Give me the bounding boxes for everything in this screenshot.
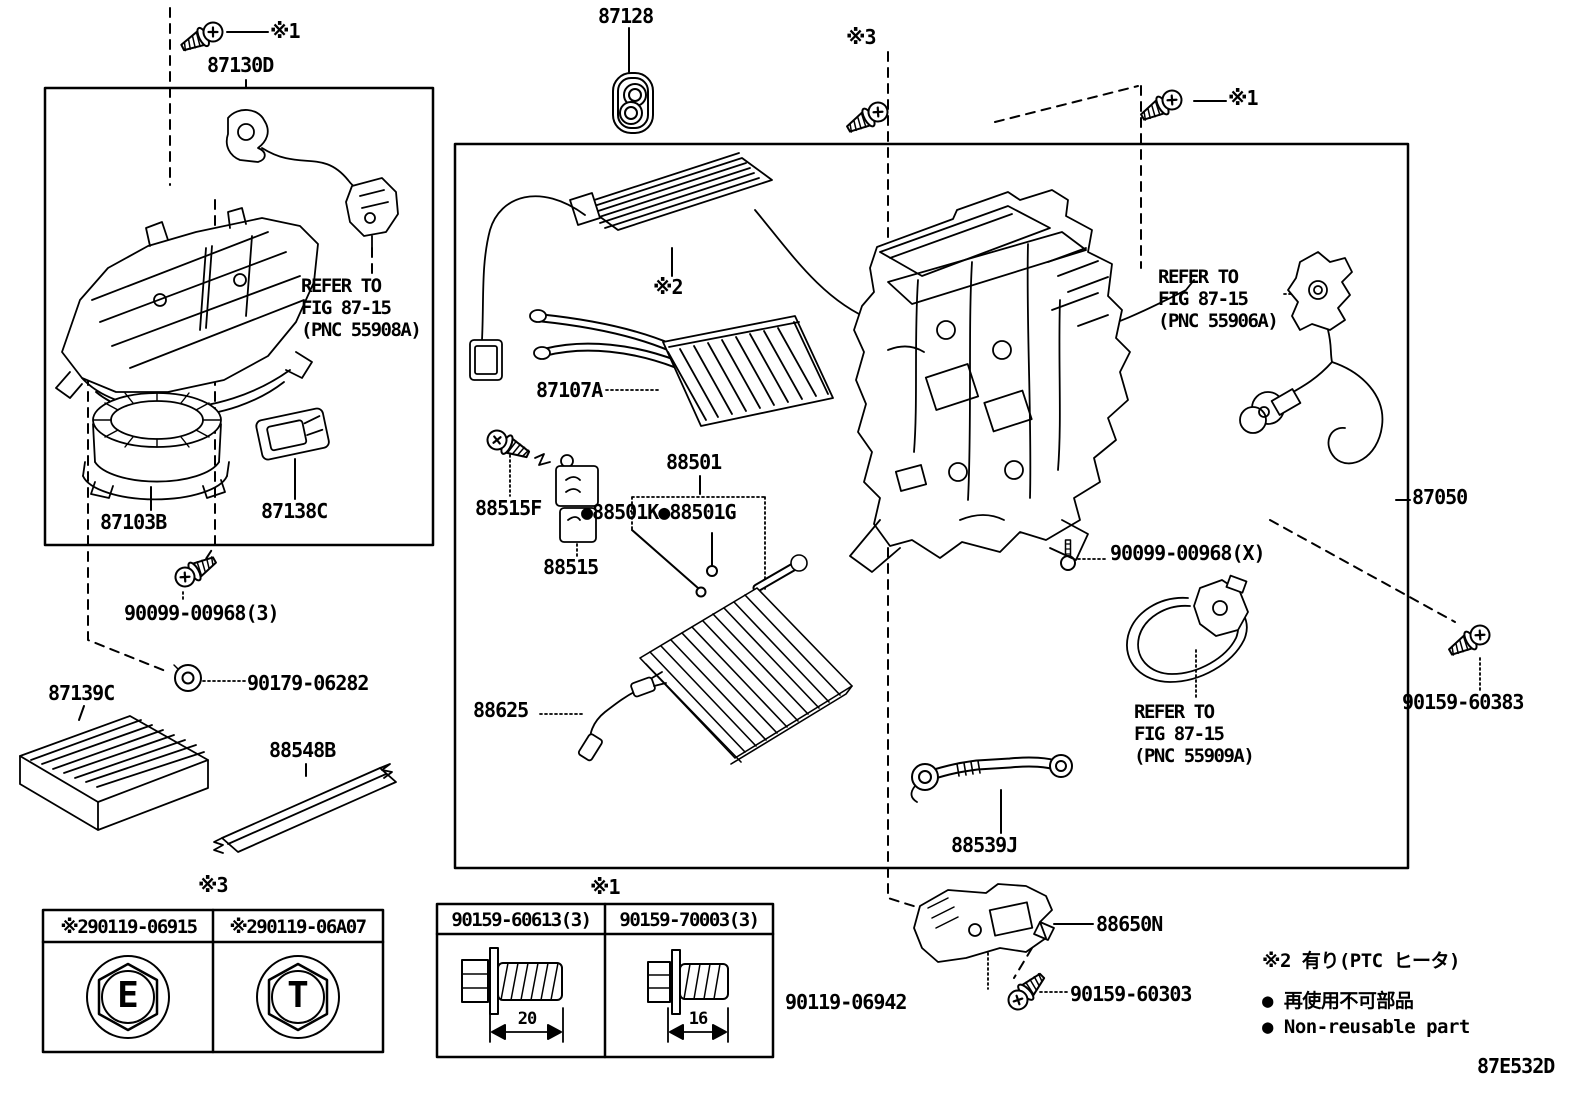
blower-motor-fan-drawing xyxy=(82,392,230,501)
part-label-88625: 88625 xyxy=(473,698,529,722)
bolt-mark-t: T xyxy=(287,974,309,1016)
leader-lines-dotted xyxy=(182,293,1481,993)
aircon-servo-cable-drawing xyxy=(1239,251,1384,465)
legend-non-reusable-jp: ● 再使用不可部品 xyxy=(1262,990,1414,1012)
note1-label: ※1 xyxy=(270,19,301,43)
note1-table-label: ※1 xyxy=(590,875,621,899)
servo-motor-drawing xyxy=(225,109,399,249)
tapping-screw-icon xyxy=(177,17,228,58)
assembly-dashed-lines xyxy=(87,7,1456,979)
screw-length-20: 20 xyxy=(517,1009,537,1029)
part-label-87103b: 87103B xyxy=(100,510,167,534)
o-ring-icon xyxy=(695,565,718,598)
tapping-screw-icon xyxy=(842,97,893,139)
bolt-mark-table xyxy=(41,908,385,1054)
cabin-air-filter-drawing xyxy=(19,715,209,831)
legend-non-reusable-en: ● Non-reusable part xyxy=(1262,1016,1470,1038)
screw-table-header-2: 90159-70003(3) xyxy=(619,909,760,931)
blower-resistor-drawing xyxy=(255,407,330,461)
part-label-88501: 88501 xyxy=(666,450,722,474)
legend-ptc-note: ※2 有り(PTC ヒータ) xyxy=(1262,950,1460,972)
heater-core-drawing xyxy=(529,309,834,427)
part-label-87139c: 87139C xyxy=(48,681,115,705)
part-label-88515f: 88515F xyxy=(475,496,542,520)
part-label-88650n: 88650N xyxy=(1096,912,1163,936)
cooler-unit-box xyxy=(453,142,1410,870)
refer-note-55908a: REFER TO FIG 87-15 (PNC 55908A) xyxy=(301,275,422,341)
part-label-87050: 87050 xyxy=(1412,485,1468,509)
evaporator-drawing xyxy=(639,554,853,765)
part-label-90119-06942: 90119-06942 xyxy=(785,990,907,1014)
note2-label: ※2 xyxy=(653,275,684,299)
aspirator-hose-drawing xyxy=(1126,574,1249,683)
refer-note-55909a: REFER TO FIG 87-15 (PNC 55909A) xyxy=(1134,701,1255,767)
screw-length-16: 16 xyxy=(688,1009,708,1029)
part-label-90099-00968-x: 90099-00968(X) xyxy=(1110,541,1266,565)
part-label-88515: 88515 xyxy=(543,555,599,579)
ptc-heater-drawing xyxy=(469,152,1195,381)
part-label-90179-06282: 90179-06282 xyxy=(247,671,369,695)
expansion-valve-drawing xyxy=(555,454,599,543)
water-hose-drawing xyxy=(910,754,1073,803)
bolt-table-header-1: ※290119-06915 xyxy=(60,916,198,938)
part-label-88501k-88501g: ●88501K●88501G xyxy=(581,500,737,524)
thermistor-drawing xyxy=(577,671,667,762)
grommet-icon xyxy=(173,664,202,692)
drawing-code: 87E532D xyxy=(1477,1054,1555,1078)
part-label-87130d: 87130D xyxy=(207,53,274,77)
note1-label: ※1 xyxy=(1228,86,1259,110)
part-label-90159-60383: 90159-60383 xyxy=(1402,690,1524,714)
leader-lines-solid xyxy=(78,27,1411,925)
tapping-screw-icon xyxy=(1136,85,1187,127)
part-label-87107a: 87107A xyxy=(536,378,603,402)
hvac-unit-assembly-drawing xyxy=(849,189,1131,573)
cooler-seal-strip-drawing xyxy=(213,763,397,854)
tapping-screw-icon xyxy=(1444,620,1495,662)
screw-table-header-1: 90159-60613(3) xyxy=(451,909,592,931)
blower-subassembly-box xyxy=(43,86,435,547)
bolt-88515f-icon xyxy=(483,425,551,466)
bolt-icon xyxy=(170,550,221,592)
part-label-88548b: 88548B xyxy=(269,738,336,762)
bolt-mark-e: E xyxy=(117,974,139,1016)
blower-housing-drawing xyxy=(55,207,319,418)
bolt-table-header-2: ※290119-06A07 xyxy=(229,916,367,938)
screw-size-table xyxy=(435,902,775,1059)
note3-label: ※3 xyxy=(846,25,877,49)
note3-table-label: ※3 xyxy=(198,873,229,897)
aircon-amplifier-drawing xyxy=(913,883,1055,963)
part-label-90159-60303: 90159-60303 xyxy=(1070,982,1192,1006)
part-label-87138c: 87138C xyxy=(261,499,328,523)
grommet-87128-drawing xyxy=(612,72,654,134)
part-label-87128: 87128 xyxy=(598,4,654,28)
part-label-88539j: 88539J xyxy=(951,833,1018,857)
part-label-90099-00968-3: 90099-00968(3) xyxy=(124,601,280,625)
refer-note-55906a: REFER TO FIG 87-15 (PNC 55906A) xyxy=(1158,266,1279,332)
